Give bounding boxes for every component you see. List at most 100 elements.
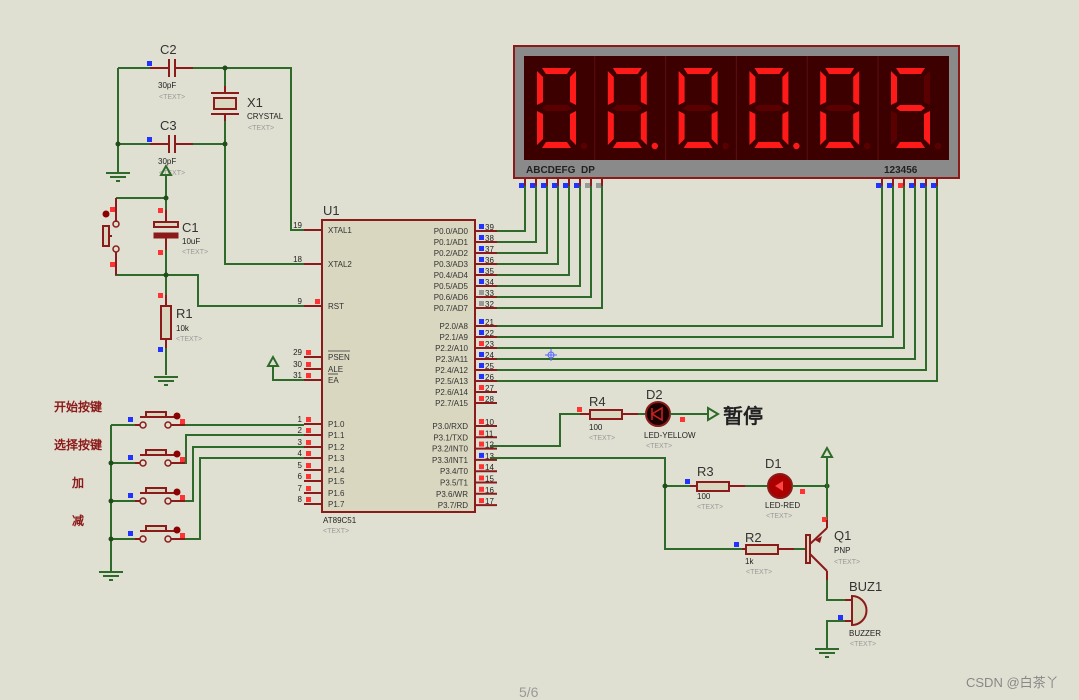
pin-label: P0.2/AD2 [434, 249, 469, 258]
segment-f [607, 71, 614, 105]
mcu-pin-right[interactable]: P0.7/AD7 32 [434, 300, 497, 313]
push-button[interactable]: 开始按键 [54, 399, 304, 429]
mcu-pin-left[interactable]: 3P1.2 [298, 438, 345, 452]
power-icon [159, 163, 173, 198]
resistor-r1[interactable]: R1 10k <TEXT> [158, 293, 202, 352]
pin-label: P3.3/INT1 [432, 456, 469, 465]
wire [497, 185, 603, 309]
pin-label: P0.7/AD7 [434, 304, 469, 313]
led-d2[interactable]: D2 LED-YELLOW <TEXT> [644, 387, 696, 450]
seven-segment-display[interactable]: ABCDEFG DP 123456 [513, 45, 960, 188]
mcu-body [321, 219, 476, 513]
pin-label: XTAL2 [328, 260, 352, 269]
pin-label: P2.2/A10 [435, 344, 468, 353]
segment-d [754, 142, 784, 148]
mcu-pin-left[interactable]: 5P1.4 [298, 461, 345, 475]
mcu-pin-left[interactable]: 1P1.0 [298, 415, 345, 429]
segment-a [542, 68, 571, 74]
mcu-pin-left[interactable]: 6P1.5 [298, 472, 345, 486]
mcu-pin-left[interactable]: 7P1.6 [298, 484, 345, 498]
pause-label: 暂停 [723, 404, 763, 428]
transistor-q1[interactable]: Q1 PNP <TEXT> [805, 520, 860, 580]
pin-number: 10 [485, 418, 494, 427]
pin-label: P3.4/T0 [440, 467, 469, 476]
segment-f [678, 71, 685, 105]
pin-number: 32 [485, 300, 494, 309]
pin-label: P3.2/INT0 [432, 445, 469, 454]
segment-e [891, 111, 897, 145]
capacitor-c1[interactable]: C1 10uF <TEXT> [153, 208, 208, 256]
mcu-at89c51[interactable]: U1 AT89C51 <TEXT> 19XTAL118XTAL29RST29PS… [293, 203, 497, 535]
digit-1 [537, 68, 588, 150]
resistor-r2[interactable]: R2 1k <TEXT> [734, 530, 794, 576]
buzzer-buz1[interactable]: BUZ1 BUZZER <TEXT> [838, 579, 882, 648]
common-pin-label: 123456 [884, 165, 918, 176]
push-button[interactable]: 加 [71, 446, 304, 505]
r4-ref: R4 [589, 394, 606, 409]
segment-b [711, 71, 718, 105]
pin-number: 1 [298, 415, 303, 424]
wire [497, 185, 916, 360]
segment-a [754, 68, 784, 74]
pin-label: P2.3/A11 [436, 355, 469, 364]
segment-d [896, 142, 925, 148]
capacitor-c3[interactable]: C3 30pF <TEXT> [147, 118, 193, 177]
led-d1[interactable]: D1 LED-RED <TEXT> [765, 456, 805, 520]
page-number: 5/6 [519, 684, 539, 700]
segment-b [640, 71, 647, 105]
mcu-pin-left[interactable]: 8P1.7 [298, 495, 345, 509]
ground-icon [154, 376, 178, 386]
segment-c [711, 111, 718, 145]
mcu-pin-left[interactable]: 4P1.3 [298, 449, 345, 463]
wire [497, 185, 927, 371]
decimal-point [793, 142, 800, 150]
push-button[interactable]: 减 [72, 457, 304, 543]
reset-button[interactable] [102, 198, 120, 275]
pin-number: 34 [485, 278, 494, 287]
segment-e [749, 111, 756, 145]
mcu-pin-left[interactable]: 2P1.1 [298, 426, 345, 440]
capacitor-c2[interactable]: C2 30pF <TEXT> [147, 42, 193, 101]
x1-ref: X1 [247, 95, 263, 110]
pin-label: P3.1/TXD [433, 433, 468, 442]
segment-c [782, 111, 789, 145]
push-button[interactable]: 选择按键 [54, 434, 304, 467]
segment-a [683, 68, 713, 74]
wire [193, 143, 322, 265]
resistor-r4[interactable]: R4 100 <TEXT> [577, 394, 638, 442]
pin-number: 4 [298, 449, 303, 458]
port2-bus [497, 185, 938, 382]
crystal-x1[interactable]: X1 CRYSTAL <TEXT> [211, 86, 284, 132]
resistor-r3[interactable]: R3 100 <TEXT> [685, 464, 745, 511]
ground-icon [106, 160, 130, 182]
